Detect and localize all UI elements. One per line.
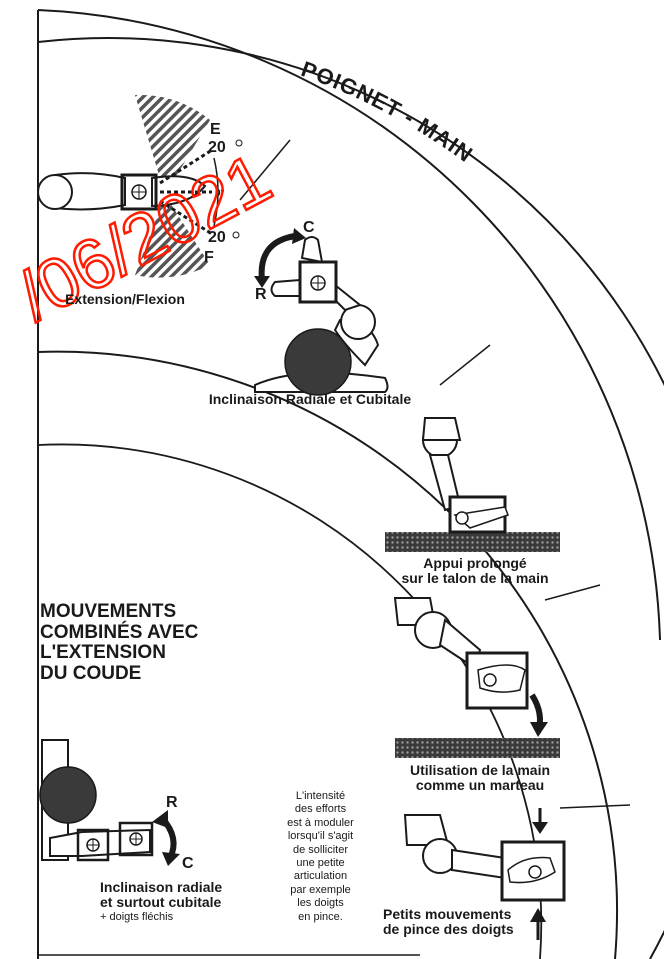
combined-radial-letter: R [166, 794, 178, 811]
extension-line [159, 148, 213, 185]
extension-letter: E [210, 121, 221, 138]
hand [151, 175, 207, 208]
cubital-letter: C [303, 219, 315, 236]
note-line-4: lorsqu'il s'agit [287, 830, 354, 843]
hammer-figure [393, 597, 560, 758]
hammer-label-line1: Utilisation de la main [409, 762, 551, 778]
ring-title: POIGNET - MAIN [298, 56, 478, 167]
note-line-10: en pince. [298, 910, 343, 923]
extension-degrees: 20 [208, 139, 226, 156]
divider-3 [544, 584, 601, 601]
note-line-6: une petite [296, 857, 345, 870]
hand-side [270, 278, 304, 297]
ring-title-path: POIGNET - MAIN [298, 56, 477, 167]
combined-label-line1: Inclinaison radiale [100, 879, 223, 895]
combined-title-line1: MOUVEMENTS [40, 601, 177, 622]
radial-letter: R [255, 286, 267, 303]
heel-support-label-line1: Appui prolongé [423, 555, 527, 571]
wrist-frame-6 [118, 821, 154, 857]
pinch-arrow-up-head [530, 908, 546, 922]
flexion-degrees: 20 [208, 229, 226, 246]
hand-up [300, 236, 324, 264]
divider-4 [559, 804, 631, 809]
pinch-label: Petits mouvements de pince des doigts [383, 906, 529, 938]
wrist-target-5 [528, 865, 542, 879]
combined-title: MOUVEMENTS COMBINÉS AVEC L'EXTENSION DU … [40, 601, 220, 684]
combined-cubital-letter: C [182, 855, 194, 872]
flexion-letter: F [204, 249, 214, 266]
innermost-ring-arc [37, 443, 543, 959]
pinch-arrow-down-head [532, 822, 548, 834]
radial-cubital-figure: C R [254, 219, 389, 396]
heel-support-label: Appui prolongé sur le talon de la main [375, 555, 575, 587]
flexion-sector [135, 195, 210, 278]
hammer-surface [395, 738, 560, 758]
combined-title-line2: COMBINÉS AVEC [40, 621, 199, 643]
forearm [54, 172, 126, 211]
note-line-5: de solliciter [292, 843, 349, 856]
hammer-label-line2: comme un marteau [415, 777, 545, 794]
note-line-1: L'intensité [295, 790, 346, 802]
combined-title-line3: L'EXTENSION [40, 642, 166, 664]
note-line-2: des efforts [294, 803, 347, 816]
combined-figure: R C [39, 739, 194, 872]
elbow-frame [76, 828, 110, 862]
note-line-9: les doigts [297, 897, 344, 910]
note-line-7: articulation [293, 870, 348, 883]
outer-ring-arc-2 [37, 37, 664, 959]
neutral-degrees: 0° [215, 188, 225, 199]
combined-title-line4: DU COUDE [40, 662, 142, 684]
combined-label-line2: et surtout cubitale [100, 894, 222, 911]
pinch-label-line1: Petits mouvements [383, 906, 512, 922]
angle-arrow [213, 157, 219, 227]
heel-support-label-line2: sur le talon de la main [401, 570, 549, 587]
note-line-3: est à moduler [287, 816, 354, 829]
degree-symbol-bottom [232, 231, 240, 239]
pinch-figure [403, 808, 566, 940]
combined-sub-label: + doigts fléchis [100, 910, 174, 923]
head-2 [39, 766, 97, 824]
radial-cubital-label: Inclinaison Radiale et Cubitale [208, 391, 412, 407]
elbow-joint [37, 174, 73, 210]
heel-support-figure [385, 417, 560, 552]
extension-flexion-figure: E 20 0° 20 F [37, 94, 243, 278]
extension-sector [135, 94, 210, 195]
degree-symbol-top [235, 139, 243, 147]
extension-flexion-label: Extension/Flexion [65, 291, 185, 307]
hammer-label: Utilisation de la main comme un marteau [395, 762, 565, 794]
outer-ring-arc [37, 9, 661, 641]
wrist-frame [120, 173, 158, 211]
note-line-8: par exemple [290, 883, 351, 896]
wrist-target-4 [483, 673, 497, 687]
arm-extended [49, 828, 151, 857]
wrist-target-3 [455, 511, 469, 525]
support-surface [385, 532, 560, 552]
upper-arm-2 [421, 417, 462, 441]
pinch-label-line2: de pince des doigts [383, 921, 514, 938]
combined-label: Inclinaison radiale et surtout cubitale … [100, 879, 250, 923]
divider-1 [239, 139, 291, 201]
head [284, 328, 352, 396]
divider-2 [439, 344, 491, 386]
rotation-arrow [258, 233, 296, 281]
intensity-note: L'intensité des efforts est à moduler lo… [268, 790, 373, 924]
flexion-line [159, 199, 213, 236]
forearm-5 [451, 848, 506, 880]
